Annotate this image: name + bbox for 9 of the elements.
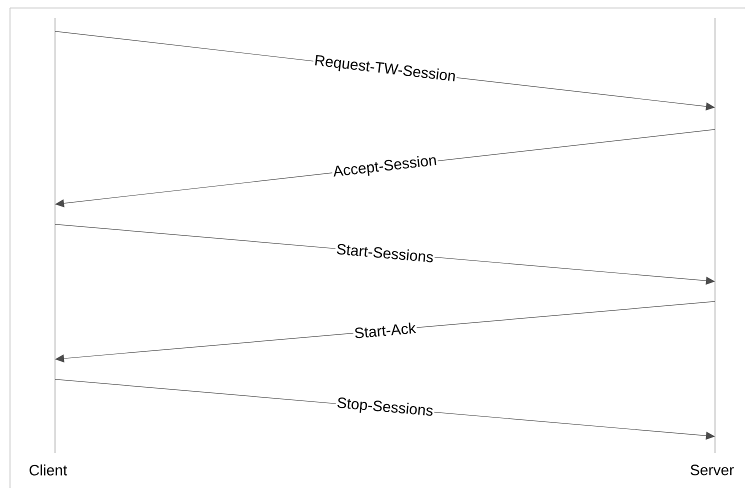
edge-label: Start-Sessions — [334, 242, 436, 264]
edge-label: Start-Ack — [352, 321, 418, 340]
participant-label: Server — [690, 464, 734, 476]
edge-label: Stop-Sessions — [335, 396, 435, 420]
participant-label: Client — [30, 464, 68, 476]
lifeline — [714, 18, 716, 454]
lifeline — [54, 18, 56, 454]
arrow — [55, 301, 716, 363]
edge-label: Accept-Session — [331, 152, 439, 181]
